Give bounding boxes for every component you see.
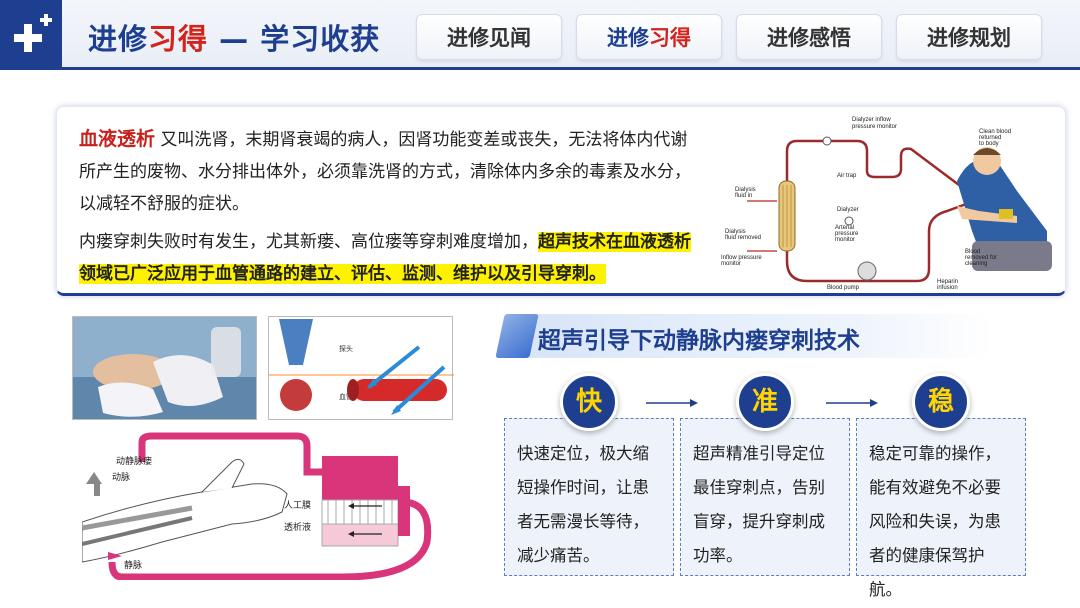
- svg-text:Arterial: Arterial: [835, 225, 854, 231]
- ultrasound-needle-diagram: 探头 血管: [268, 316, 454, 420]
- svg-text:monitor: monitor: [835, 237, 855, 243]
- feature-box-fast: 快速定位，极大缩短操作时间，让患者无需漫长等待，减少痛苦。: [504, 418, 674, 576]
- feature-box-stable: 稳定可靠的操作，能有效避免不必要风险和失误，为患者的健康保驾护航。: [856, 418, 1026, 599]
- svg-text:Air trap: Air trap: [837, 173, 857, 179]
- intro-card: 血液透析 又叫洗肾，末期肾衰竭的病人，因肾功能变差或丧失，无法将体内代谢所产生的…: [56, 106, 1066, 296]
- svg-text:Dialysis: Dialysis: [735, 187, 756, 193]
- section-heading: 超声引导下动静脉内瘘穿刺技术: [495, 314, 1000, 358]
- tab-ganwu[interactable]: 进修感悟: [736, 14, 882, 60]
- arrow-right-icon: [826, 399, 878, 407]
- dialysis-diagram-svg: Dialyzer inflow pressure monitor Clean b…: [721, 117, 1052, 291]
- svg-text:Dialysis: Dialysis: [725, 229, 746, 235]
- svg-text:removed for: removed for: [965, 255, 997, 261]
- svg-text:pressure monitor: pressure monitor: [852, 124, 897, 130]
- page-title: 进修习得 — 学习收获: [88, 22, 381, 56]
- header-bar: 进修习得 — 学习收获 进修见闻 进修习得 进修感悟 进修规划: [0, 0, 1080, 70]
- arrow-right-icon: [646, 399, 698, 407]
- svg-text:pressure: pressure: [835, 231, 859, 237]
- svg-text:to body: to body: [979, 141, 999, 147]
- svg-text:人工膜: 人工膜: [284, 500, 311, 511]
- svg-text:fluid removed: fluid removed: [725, 235, 761, 241]
- svg-text:fluid in: fluid in: [735, 193, 752, 199]
- tab-guihua[interactable]: 进修规划: [896, 14, 1042, 60]
- badge-stable: 稳: [912, 373, 970, 431]
- svg-text:透析液: 透析液: [284, 521, 311, 533]
- svg-text:Inflow pressure: Inflow pressure: [721, 255, 762, 261]
- intro-paragraph-1: 血液透析 又叫洗肾，末期肾衰竭的病人，因肾功能变差或丧失，无法将体内代谢所产生的…: [79, 128, 691, 214]
- tab-xide[interactable]: 进修习得: [576, 14, 722, 60]
- intro-paragraph-2: 内瘘穿刺失败时有发生，尤其新瘘、高位瘘等穿刺难度增加，超声技术在血液透析领域已广…: [79, 232, 691, 284]
- hospital-cross-icon: [0, 0, 62, 70]
- av-fistula-diagram: 动静脉瘘 动脉 静脉 人工膜 透析液: [81, 432, 434, 581]
- svg-text:动脉: 动脉: [112, 471, 130, 483]
- svg-text:Clean blood: Clean blood: [979, 129, 1011, 135]
- dialysis-diagram: Dialyzer inflow pressure monitor Clean b…: [717, 111, 1062, 293]
- badge-accurate: 准: [736, 373, 794, 431]
- svg-text:血管: 血管: [339, 392, 353, 401]
- intro-text: 血液透析 又叫洗肾，末期肾衰竭的病人，因肾功能变差或丧失，无法将体内代谢所产生的…: [79, 123, 699, 290]
- svg-text:monitor: monitor: [721, 261, 741, 267]
- badge-fast: 快: [560, 373, 618, 431]
- svg-text:Blood pump: Blood pump: [827, 285, 860, 291]
- tab-jianwen[interactable]: 进修见闻: [416, 14, 562, 60]
- section-title: 超声引导下动静脉内瘘穿刺技术: [538, 328, 860, 354]
- svg-text:returned: returned: [979, 135, 1001, 141]
- feature-box-accurate: 超声精准引导定位最佳穿刺点，告别盲穿，提升穿刺成功率。: [680, 418, 850, 576]
- ultrasound-procedure-photo: [72, 316, 257, 420]
- svg-text:Heparin: Heparin: [937, 279, 958, 285]
- svg-text:Dialyzer: Dialyzer: [837, 207, 859, 213]
- svg-text:动静脉瘘: 动静脉瘘: [116, 455, 152, 467]
- svg-text:cleaning: cleaning: [965, 261, 987, 267]
- svg-text:静脉: 静脉: [124, 559, 142, 571]
- term-hemodialysis: 血液透析: [79, 128, 156, 150]
- svg-text:Dialyzer inflow: Dialyzer inflow: [852, 117, 891, 123]
- svg-text:Blood: Blood: [965, 249, 980, 255]
- svg-text:探头: 探头: [339, 344, 353, 353]
- svg-text:infusion: infusion: [937, 285, 958, 291]
